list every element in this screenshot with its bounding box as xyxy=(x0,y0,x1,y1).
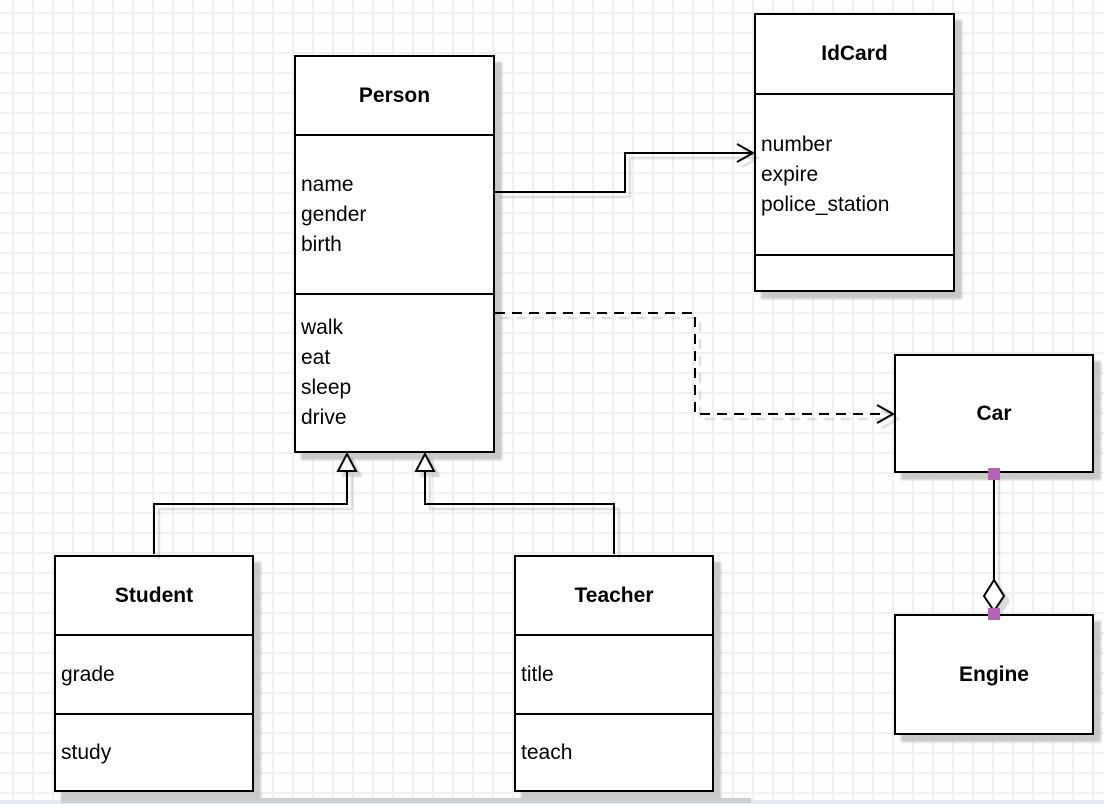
methods-section: study xyxy=(56,713,252,790)
edge-person-idcard-association[interactable] xyxy=(495,143,756,193)
class-box-car[interactable]: Car xyxy=(894,354,1094,473)
class-box-person[interactable]: Person name gender birth walk eat sleep … xyxy=(294,55,495,453)
class-box-teacher[interactable]: Teacher title teach xyxy=(514,555,714,792)
edge-teacher-person-generalization[interactable] xyxy=(414,451,615,554)
method-row: teach xyxy=(521,740,573,764)
class-title: Car xyxy=(976,401,1012,425)
attribute-row: expire xyxy=(761,162,819,186)
method-row: walk xyxy=(301,316,344,339)
class-box-idcard[interactable]: IdCard number expire police_station xyxy=(754,13,955,292)
class-box-engine[interactable]: Engine xyxy=(894,614,1094,735)
hollow-triangle-arrowhead xyxy=(336,451,358,472)
method-row: study xyxy=(61,740,112,764)
method-row: sleep xyxy=(301,376,352,399)
hollow-triangle-arrowhead xyxy=(414,451,436,472)
methods-section: teach xyxy=(516,713,712,790)
edge-car-engine-aggregation[interactable] xyxy=(982,475,1006,613)
edge-student-person-generalization[interactable] xyxy=(153,451,358,554)
open-arrowhead xyxy=(736,143,756,163)
class-title: Teacher xyxy=(574,583,654,607)
class-box-student[interactable]: Student grade study xyxy=(54,555,254,792)
method-row: drive xyxy=(301,406,347,429)
selection-handles xyxy=(988,468,1000,620)
attribute-row: police_station xyxy=(761,192,890,216)
class-title: Person xyxy=(358,83,431,107)
attribute-row: birth xyxy=(301,232,342,256)
attributes-section: grade xyxy=(56,634,252,713)
attributes-section: name gender birth xyxy=(296,134,493,293)
class-title: IdCard xyxy=(821,42,888,65)
attribute-row: gender xyxy=(301,202,367,226)
attribute-row: number xyxy=(761,132,833,156)
open-arrowhead xyxy=(876,404,896,424)
attributes-section: title xyxy=(516,634,712,713)
class-title: Engine xyxy=(958,662,1029,686)
canvas-bottom-shadow xyxy=(61,798,751,803)
attributes-section: number expire police_station xyxy=(756,93,953,254)
methods-section-empty xyxy=(756,254,953,290)
hollow-diamond-arrowhead xyxy=(982,578,1006,613)
attribute-row: grade xyxy=(61,662,115,686)
methods-section: walk eat sleep drive xyxy=(296,293,493,451)
attribute-row: title xyxy=(521,662,554,686)
class-title: Student xyxy=(114,583,194,607)
edge-person-car-dependency[interactable] xyxy=(495,312,896,424)
method-row: eat xyxy=(301,346,331,369)
attribute-row: name xyxy=(301,172,354,196)
